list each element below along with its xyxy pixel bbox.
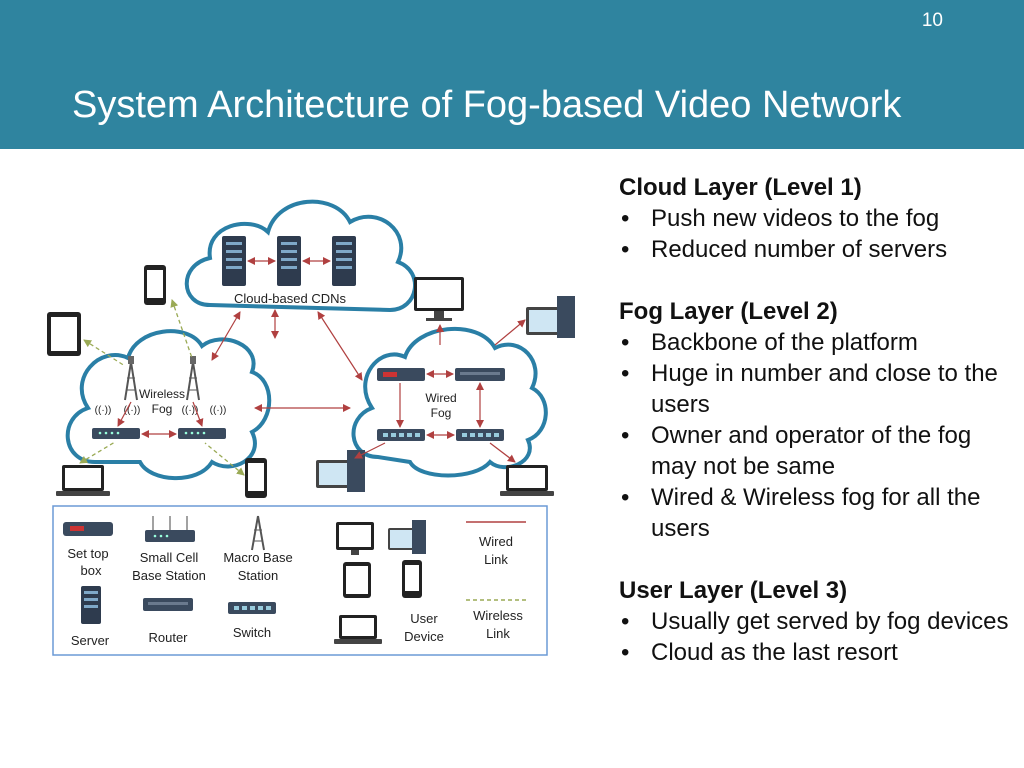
bullet-list: Backbone of the platform Huge in number … bbox=[619, 327, 1014, 544]
macro-base-station-icon bbox=[186, 356, 200, 401]
legend-small-cell-line2: Base Station bbox=[132, 568, 206, 583]
monitor-icon bbox=[414, 277, 464, 321]
wifi-signal-icon: ((·)) bbox=[124, 405, 141, 416]
desktop-computer-icon bbox=[316, 450, 365, 492]
switch-icon bbox=[228, 602, 276, 614]
legend-server: Server bbox=[71, 633, 110, 648]
wired-fog-label-line2: Fog bbox=[431, 406, 452, 420]
wifi-signal-icon: ((·)) bbox=[95, 405, 112, 416]
wireless-fog-label-line1: Wireless bbox=[139, 387, 185, 401]
bullet-item: Backbone of the platform bbox=[619, 327, 1014, 358]
bullet-item: Owner and operator of the fog may not be… bbox=[619, 420, 1014, 482]
cloud-layer-section: Cloud Layer (Level 1) Push new videos to… bbox=[619, 172, 1014, 265]
smartphone-icon bbox=[402, 560, 422, 598]
macro-base-station-icon bbox=[251, 515, 265, 551]
bullet-list: Usually get served by fog devices Cloud … bbox=[619, 606, 1014, 668]
page-number: 10 bbox=[921, 10, 943, 31]
router-icon bbox=[455, 368, 505, 381]
tablet-icon bbox=[47, 312, 81, 356]
legend-box bbox=[52, 505, 548, 656]
tablet-icon bbox=[343, 562, 371, 598]
bullet-item: Push new videos to the fog bbox=[619, 203, 1014, 234]
bullet-item: Usually get served by fog devices bbox=[619, 606, 1014, 637]
switch-icon bbox=[377, 429, 425, 441]
laptop-icon bbox=[56, 465, 110, 496]
small-cell-icon bbox=[145, 516, 195, 542]
legend-set-top-box-line1: Set top bbox=[67, 546, 108, 561]
monitor-icon bbox=[336, 522, 374, 555]
legend-wireless-link-line1: Wireless bbox=[473, 608, 523, 623]
wired-fog-label-line1: Wired bbox=[425, 391, 456, 405]
section-heading: Cloud Layer (Level 1) bbox=[619, 174, 862, 201]
section-heading: User Layer (Level 3) bbox=[619, 577, 848, 604]
fog-layer-section: Fog Layer (Level 2) Backbone of the plat… bbox=[619, 296, 1014, 544]
bullet-item: Reduced number of servers bbox=[619, 234, 1014, 265]
bullet-list: Push new videos to the fog Reduced numbe… bbox=[619, 203, 1014, 265]
laptop-icon bbox=[334, 615, 382, 644]
section-heading: Fog Layer (Level 2) bbox=[619, 298, 838, 325]
legend-macro-base-line1: Macro Base bbox=[223, 550, 292, 565]
legend-macro-base-line2: Station bbox=[238, 568, 278, 583]
cloud-label: Cloud-based CDNs bbox=[234, 291, 346, 306]
legend-wireless-link-line2: Link bbox=[486, 626, 510, 641]
server-icon bbox=[277, 236, 301, 286]
switch-icon bbox=[456, 429, 504, 441]
bullet-item: Cloud as the last resort bbox=[619, 637, 1014, 668]
set-top-box-icon bbox=[63, 522, 113, 536]
server-icon bbox=[81, 586, 101, 624]
legend-router: Router bbox=[148, 630, 188, 645]
architecture-diagram: Cloud-based CDNs Wireless Fog ((·)) ((·)… bbox=[47, 199, 575, 656]
legend-wired-link-line1: Wired bbox=[479, 534, 513, 549]
wifi-signal-icon: ((·)) bbox=[182, 405, 199, 416]
laptop-icon bbox=[500, 465, 554, 496]
small-cell-icon bbox=[92, 428, 140, 439]
macro-base-station-icon bbox=[124, 356, 138, 401]
user-layer-section: User Layer (Level 3) Usually get served … bbox=[619, 575, 1014, 668]
router-icon bbox=[143, 598, 193, 611]
wifi-signal-icon: ((·)) bbox=[210, 405, 227, 416]
server-icon bbox=[332, 236, 356, 286]
router-icon bbox=[377, 368, 425, 381]
legend-user-device-line2: Device bbox=[404, 629, 444, 644]
server-icon bbox=[222, 236, 246, 286]
bullet-item: Huge in number and close to the users bbox=[619, 358, 1014, 420]
legend-small-cell-line1: Small Cell bbox=[140, 550, 199, 565]
legend-set-top-box-line2: box bbox=[81, 563, 102, 578]
wireless-fog-label-line2: Fog bbox=[152, 402, 173, 416]
legend-user-device-line1: User bbox=[410, 611, 438, 626]
desktop-computer-icon bbox=[526, 296, 575, 338]
header-bar: 10 System Architecture of Fog-based Vide… bbox=[0, 0, 1024, 149]
legend-wired-link-line2: Link bbox=[484, 552, 508, 567]
legend-switch: Switch bbox=[233, 625, 271, 640]
slide-title: System Architecture of Fog-based Video N… bbox=[72, 84, 902, 126]
small-cell-icon bbox=[178, 428, 226, 439]
bullet-item: Wired & Wireless fog for all the users bbox=[619, 482, 1014, 544]
smartphone-icon bbox=[144, 265, 166, 305]
desktop-computer-icon bbox=[388, 520, 426, 554]
smartphone-icon bbox=[245, 458, 267, 498]
layer-descriptions: Cloud Layer (Level 1) Push new videos to… bbox=[619, 172, 1014, 699]
